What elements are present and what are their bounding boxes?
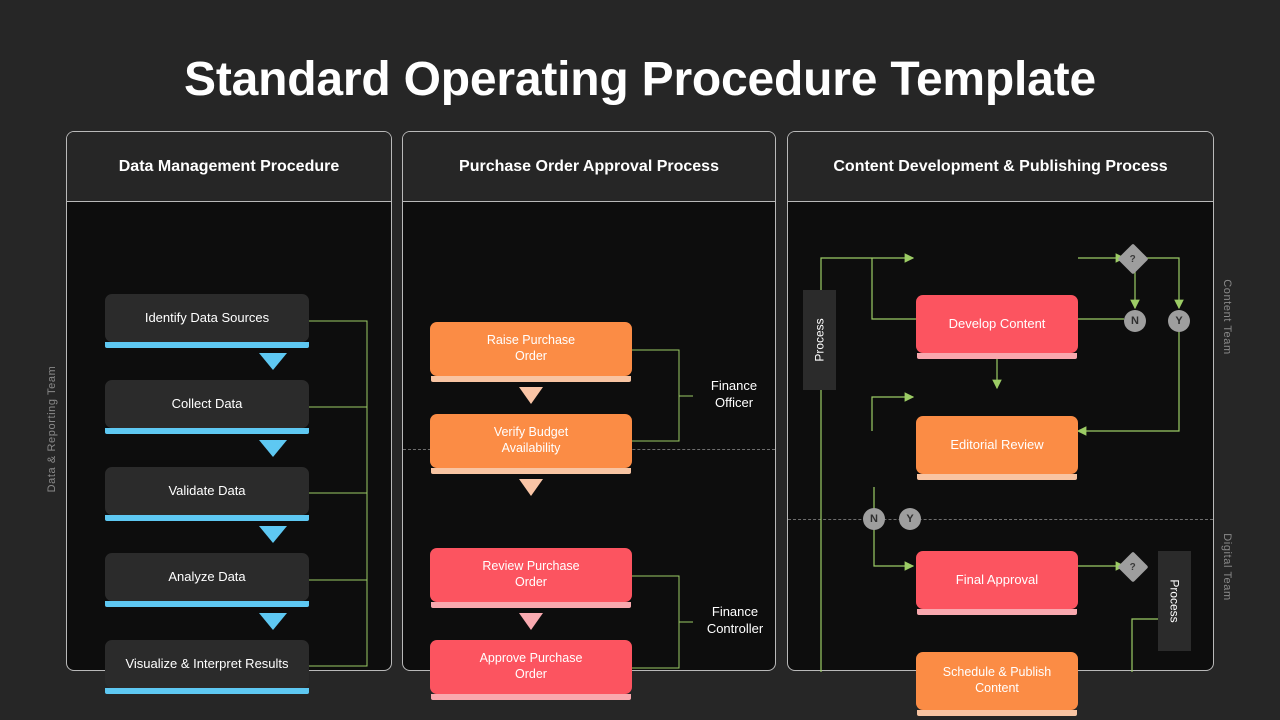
lane-divider-content-development xyxy=(788,519,1213,520)
flow-arrow-down xyxy=(259,613,287,630)
card-accent-bar xyxy=(105,342,309,348)
panel-title-purchase-order: Purchase Order Approval Process xyxy=(459,157,719,175)
lane-label-content-team: Content Team xyxy=(1221,279,1233,355)
flow-arrow-down xyxy=(259,526,287,543)
card-verify-budget-availability[interactable]: Verify Budget Availability xyxy=(430,414,632,474)
card-label: Verify Budget Availability xyxy=(493,425,569,455)
panel-body-content-development: Process Process Develop Content Editoria… xyxy=(788,202,1213,716)
card-accent-bar xyxy=(105,428,309,434)
card-accent-bar xyxy=(431,468,631,474)
panel-header-data-management: Data Management Procedure xyxy=(67,132,391,202)
flow-arrow-down xyxy=(519,613,543,630)
panel-purchase-order: Purchase Order Approval Process Raise Pu… xyxy=(402,131,776,700)
panel-body-data-management: Identify Data Sources Collect Data Valid… xyxy=(67,202,391,694)
panel-content-development: Content Development & Publishing Process xyxy=(787,131,1214,716)
card-label: Schedule & Publish Content xyxy=(942,665,1052,695)
card-label: Develop Content xyxy=(948,315,1046,331)
process-bar-right: Process xyxy=(1158,551,1191,651)
branch-node-yes-editorial-review[interactable]: Y xyxy=(899,508,921,530)
card-accent-bar xyxy=(917,353,1077,359)
panel-title-data-management: Data Management Procedure xyxy=(118,157,340,175)
flow-arrow-down xyxy=(519,387,543,404)
card-label: Raise Purchase Order xyxy=(486,333,576,363)
lane-label-data-reporting-team: Data & Reporting Team xyxy=(46,365,58,493)
lane-label-digital-team: Digital Team xyxy=(1221,533,1233,601)
card-label: Visualize & Interpret Results xyxy=(125,655,289,671)
card-schedule-publish-content[interactable]: Schedule & Publish Content xyxy=(916,652,1078,716)
card-review-purchase-order[interactable]: Review Purchase Order xyxy=(430,548,632,608)
card-accent-bar xyxy=(917,609,1077,615)
card-accent-bar xyxy=(431,376,631,382)
card-accent-bar xyxy=(105,601,309,607)
panel-body-purchase-order: Raise Purchase Order Verify Budget Avail… xyxy=(403,202,775,700)
card-editorial-review[interactable]: Editorial Review xyxy=(916,416,1078,480)
process-bar-left: Process xyxy=(803,290,836,390)
decision-glyph: ? xyxy=(1129,253,1137,265)
decision-glyph: ? xyxy=(1129,561,1137,573)
card-label: Identify Data Sources xyxy=(144,309,270,325)
panel-header-content-development: Content Development & Publishing Process xyxy=(788,132,1213,202)
card-label: Final Approval xyxy=(955,571,1039,587)
card-accent-bar xyxy=(105,688,309,694)
card-label: Analyze Data xyxy=(168,568,246,584)
card-accent-bar xyxy=(431,694,631,700)
card-collect-data[interactable]: Collect Data xyxy=(105,380,309,434)
branch-node-no-develop-content[interactable]: N xyxy=(1124,310,1146,332)
card-accent-bar xyxy=(431,602,631,608)
card-label: Validate Data xyxy=(168,482,246,498)
card-approve-purchase-order[interactable]: Approve Purchase Order xyxy=(430,640,632,700)
card-label: Approve Purchase Order xyxy=(479,651,583,681)
card-identify-data-sources[interactable]: Identify Data Sources xyxy=(105,294,309,348)
card-validate-data[interactable]: Validate Data xyxy=(105,467,309,521)
role-label-finance-controller: Finance Controller xyxy=(706,604,764,636)
card-raise-purchase-order[interactable]: Raise Purchase Order xyxy=(430,322,632,382)
card-analyze-data[interactable]: Analyze Data xyxy=(105,553,309,607)
process-bar-label: Process xyxy=(1167,579,1182,623)
panel-header-purchase-order: Purchase Order Approval Process xyxy=(403,132,775,202)
branch-node-yes-develop-content[interactable]: Y xyxy=(1168,310,1190,332)
card-visualize-interpret-results[interactable]: Visualize & Interpret Results xyxy=(105,640,309,694)
card-label: Collect Data xyxy=(171,395,243,411)
card-label: Review Purchase Order xyxy=(482,559,580,589)
process-bar-label: Process xyxy=(812,318,827,362)
panel-title-content-development: Content Development & Publishing Process xyxy=(833,157,1168,175)
flow-arrow-down xyxy=(259,440,287,457)
card-accent-bar xyxy=(917,710,1077,716)
flow-arrow-down xyxy=(519,479,543,496)
role-label-finance-officer: Finance Officer xyxy=(710,378,758,410)
flow-arrow-down xyxy=(259,353,287,370)
decision-after-develop-content-icon[interactable]: ? xyxy=(1117,243,1149,275)
card-final-approval[interactable]: Final Approval xyxy=(916,551,1078,615)
card-accent-bar xyxy=(105,515,309,521)
card-label: Editorial Review xyxy=(950,436,1044,452)
page-title: Standard Operating Procedure Template xyxy=(184,53,1096,106)
panel-data-management: Data Management Procedure Identify Data … xyxy=(66,131,392,694)
decision-after-final-approval-icon[interactable]: ? xyxy=(1117,551,1149,583)
card-develop-content[interactable]: Develop Content xyxy=(916,295,1078,359)
card-accent-bar xyxy=(917,474,1077,480)
branch-node-no-editorial-review[interactable]: N xyxy=(863,508,885,530)
